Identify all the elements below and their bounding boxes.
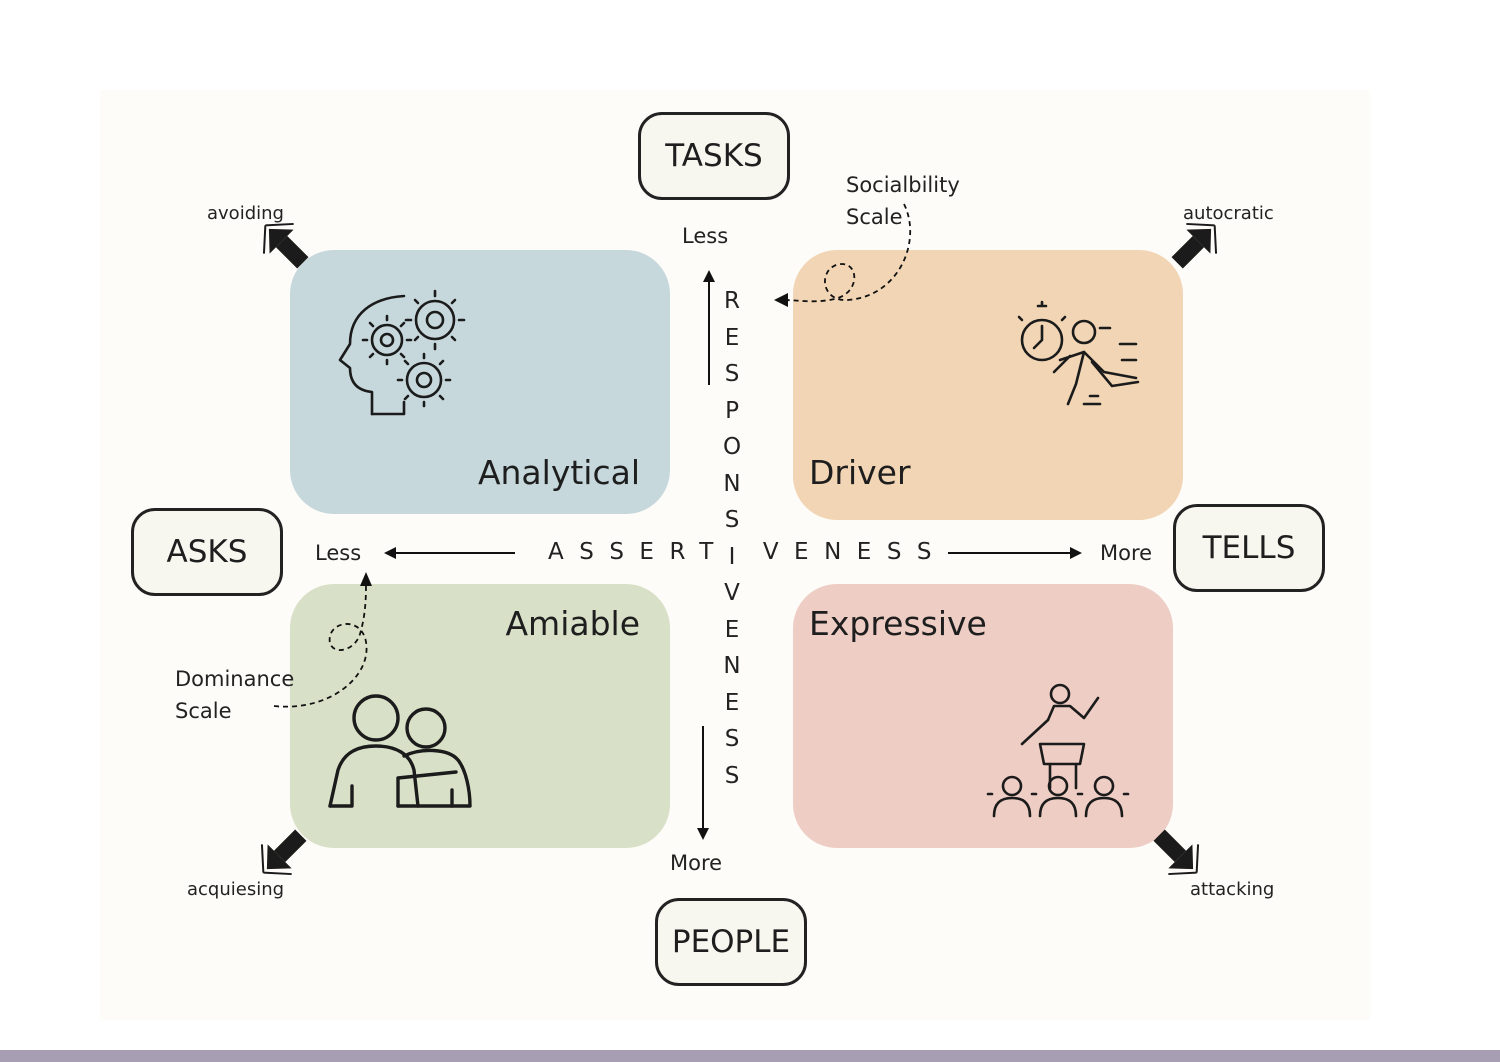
assertiveness-more-label: More [1100,541,1153,565]
assertiveness-axis-title: ASSERT VENESS [548,539,947,565]
arrow-acquiesing-icon [260,829,307,876]
assertiveness-title-right: VENESS [762,539,948,565]
sociability-scale-curve [783,203,912,303]
extreme-autocratic: autocratic [1183,203,1274,224]
quadrant-label-analytical: Analytical [477,453,640,492]
arrow-attacking-icon [1153,829,1200,876]
pole-tells: TELLS [1173,504,1325,592]
extreme-acquiesing: acquiesing [187,879,285,900]
extreme-attacking: attacking [1190,879,1275,900]
responsiveness-less-label: Less [682,224,729,248]
speaker-audience-icon [986,683,1130,818]
arrow-avoiding-icon [262,222,309,269]
responsiveness-letter: P [725,397,739,424]
quadrant-expressive: Expressive [793,584,1173,848]
pole-people: PEOPLE [655,898,807,986]
quadrant-label-amiable: Amiable [505,604,640,643]
assertiveness-title-left: ASSERT [548,539,729,565]
responsiveness-more-label: More [670,851,723,875]
dominance-scale-line2: Scale [175,699,232,723]
responsiveness-letter: S [724,507,740,533]
sociability-scale-arrowhead [774,293,788,307]
responsiveness-letter: E [724,324,740,351]
responsiveness-letter-shared-i: I [728,543,736,570]
responsiveness-letter: S [724,762,740,789]
responsiveness-letter: N [723,470,741,497]
sociability-scale-line2: Scale [846,205,903,229]
assertiveness-less-label: Less [315,541,362,565]
responsiveness-letter: O [722,434,742,460]
pole-asks: ASKS [131,508,283,596]
responsiveness-axis-title: R E S P O N S I V E N E S S [714,283,750,794]
responsiveness-letter: R [724,288,740,314]
responsiveness-letter: E [724,689,740,716]
dominance-scale-arrowhead [360,572,372,586]
arrow-autocratic-icon [1171,222,1218,269]
running-stopwatch-icon [1017,300,1140,406]
extreme-avoiding: avoiding [207,203,284,224]
dominance-scale-line1: Dominance [175,667,295,691]
diagram-background [100,90,1370,1020]
gears-head-icon [338,289,466,416]
dominance-scale-curve [273,581,368,708]
pole-tasks: TASKS [638,112,790,200]
responsiveness-letter: N [723,653,741,679]
friends-hug-icon [328,694,472,808]
responsiveness-letter: E [724,616,740,643]
responsiveness-letter: V [724,580,740,606]
sociability-scale-line1: Socialbility [846,173,960,197]
bottom-border-bar [0,1050,1500,1062]
quadrant-label-expressive: Expressive [809,604,987,643]
responsiveness-letter: S [724,361,740,387]
responsiveness-letter: S [724,726,740,752]
quadrant-label-driver: Driver [809,453,911,492]
